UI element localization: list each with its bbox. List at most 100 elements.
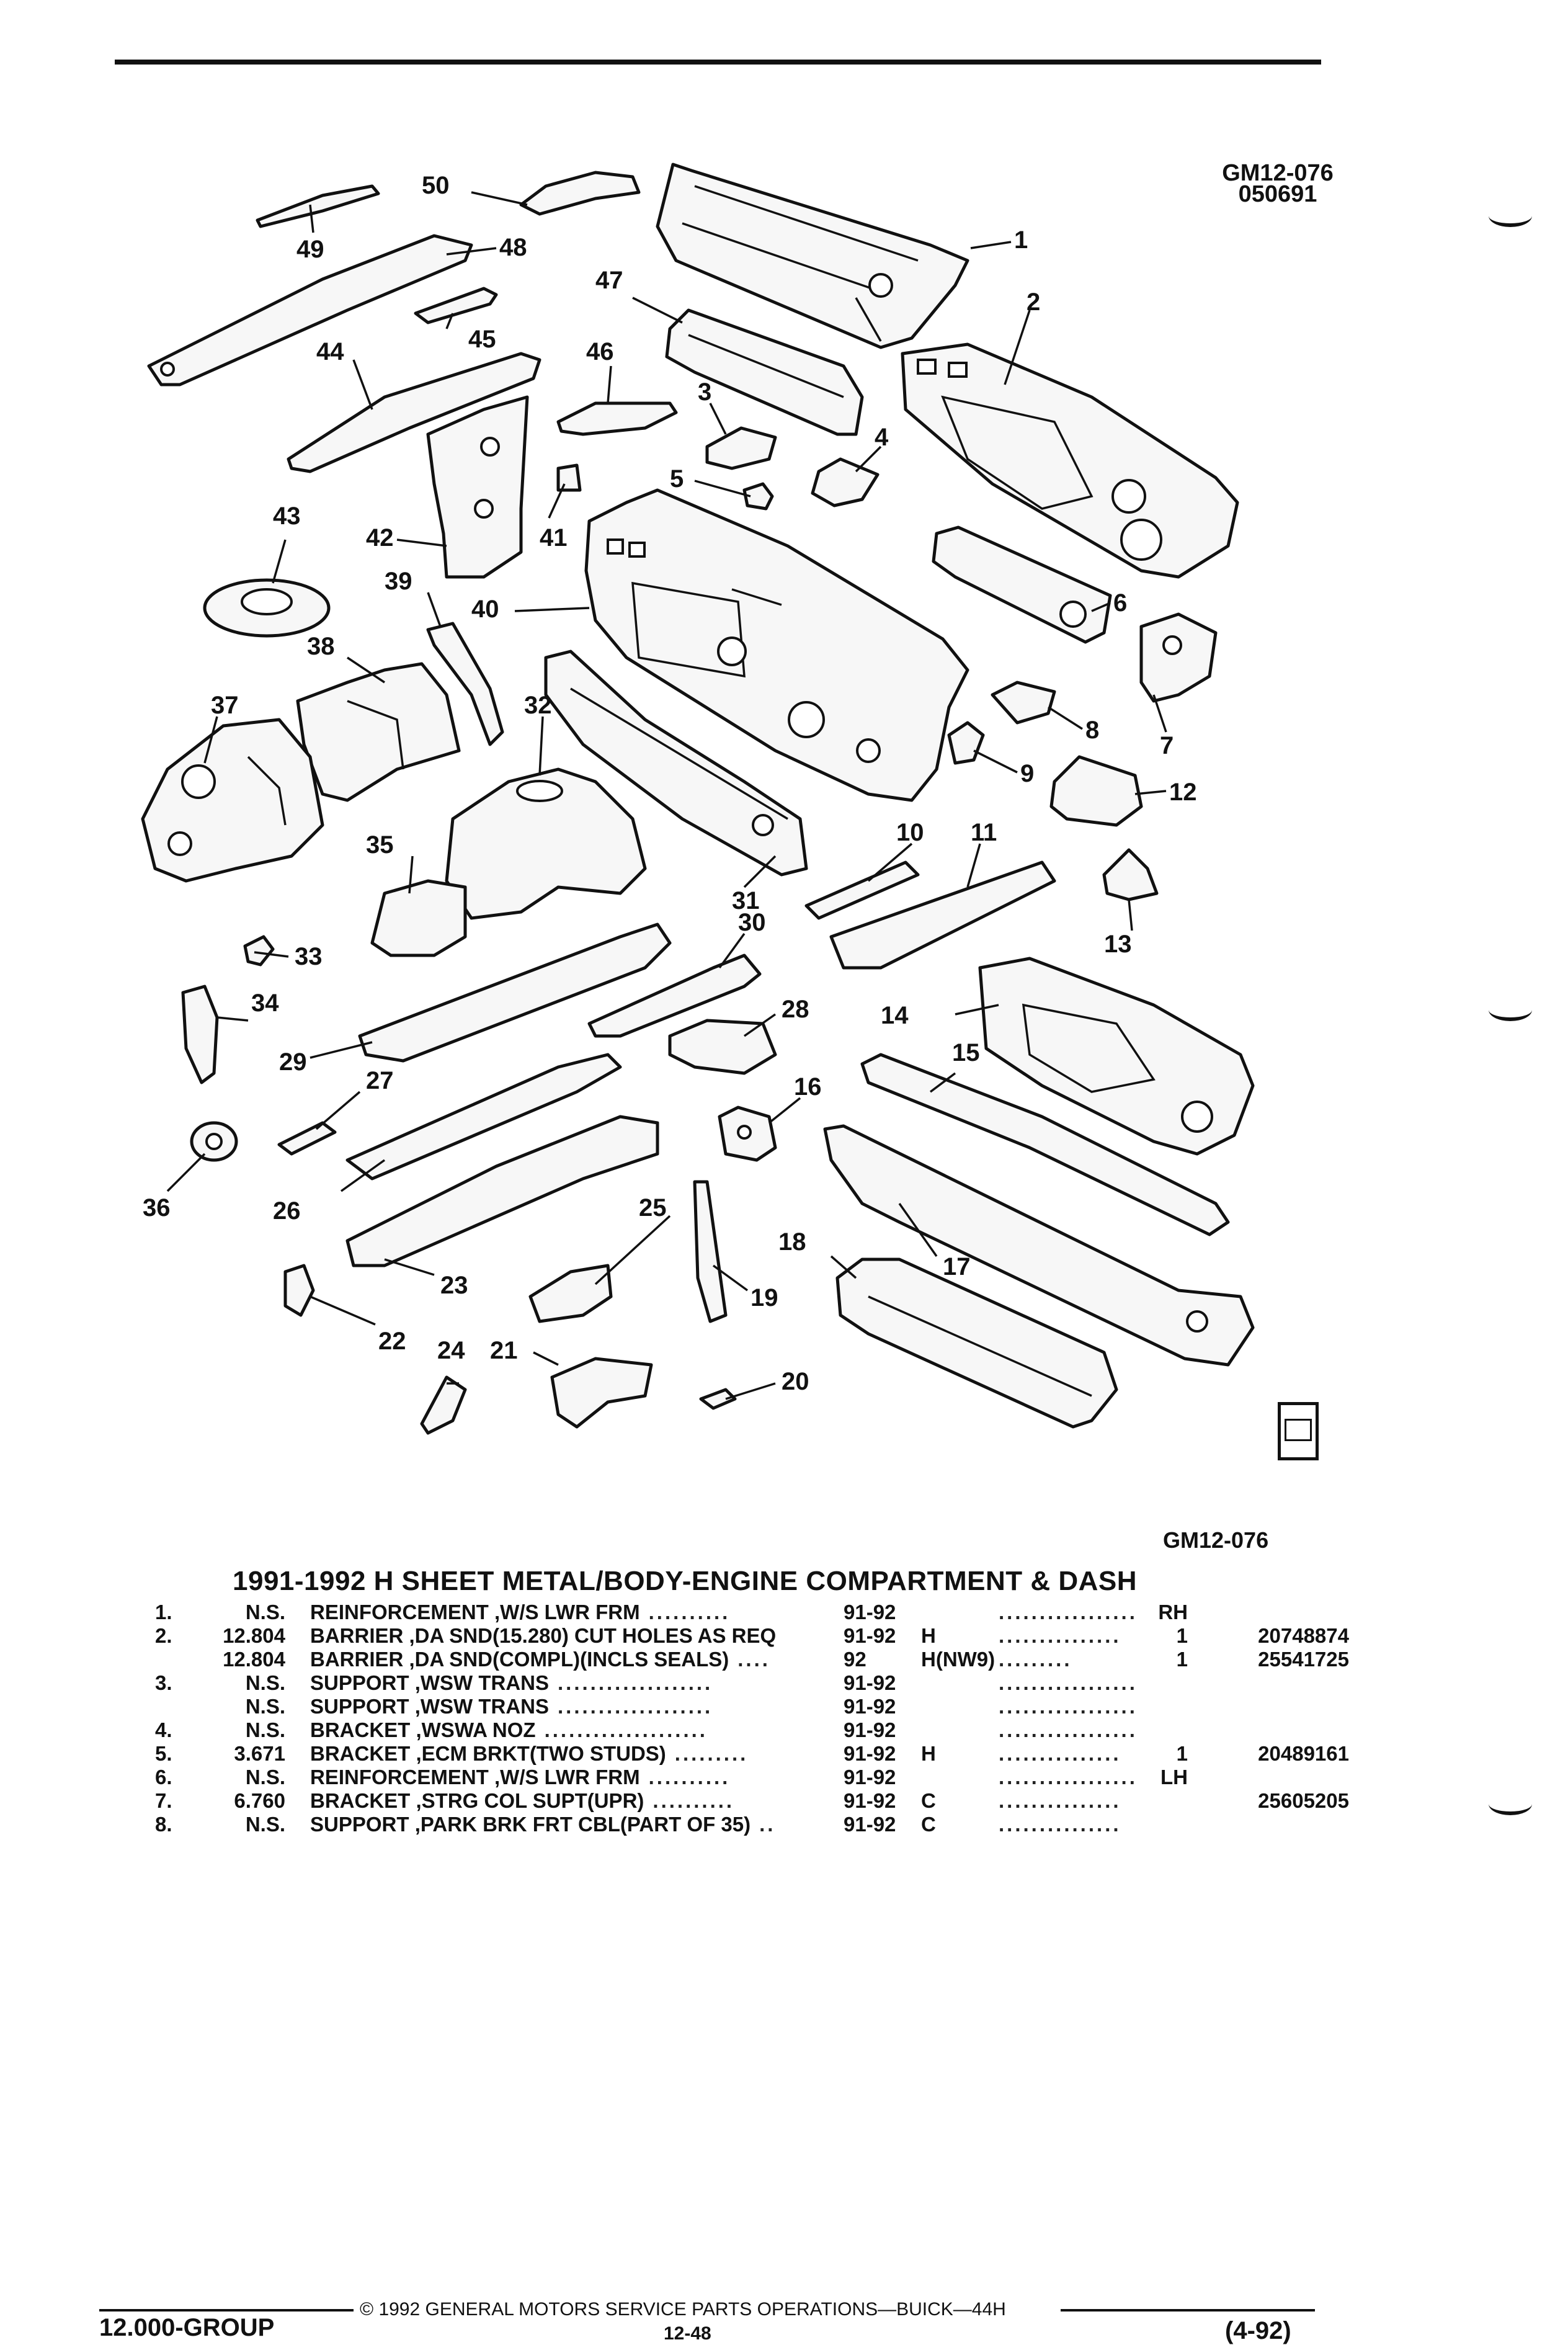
callout-40: 40	[471, 596, 499, 623]
cell-item-number: 7.	[155, 1789, 172, 1812]
leader-dots: .................	[999, 1695, 1138, 1718]
callout-36: 36	[143, 1194, 171, 1222]
cell-model-years: 91-92	[844, 1695, 896, 1718]
part-40-shape	[584, 488, 969, 802]
callout-27: 27	[366, 1067, 394, 1094]
cell-model-years: 91-92	[844, 1813, 896, 1836]
cell-description: BRACKET ,ECM BRKT(TWO STUDS)	[310, 1742, 666, 1765]
cell-part-number: 20748874	[1258, 1624, 1349, 1647]
cell-model-years: 91-92	[844, 1742, 896, 1765]
callout-45: 45	[468, 326, 496, 353]
cell-description: BRACKET ,STRG COL SUPT(UPR)	[310, 1789, 644, 1812]
cell-price-group: N.S.	[245, 1695, 285, 1718]
part-29-shape	[358, 922, 672, 1063]
callout-17: 17	[943, 1253, 971, 1280]
cell-description: SUPPORT ,WSW TRANS	[310, 1695, 549, 1718]
callout-37: 37	[211, 692, 239, 719]
callout-1: 1	[1014, 226, 1028, 254]
callout-21: 21	[490, 1337, 518, 1364]
cell-item-number: 1.	[155, 1601, 172, 1624]
cell-quantity: RH	[1158, 1601, 1188, 1624]
table-row: 7. 6.760 BRACKET ,STRG COL SUPT(UPR) 91-92 C…	[155, 1789, 1349, 1813]
part-5-shape	[742, 482, 774, 511]
callout-29: 29	[279, 1048, 307, 1076]
callout-23: 23	[440, 1272, 468, 1299]
part-11-shape	[829, 860, 1056, 970]
callout-13: 13	[1104, 931, 1132, 958]
cell-part-number: 20489161	[1258, 1742, 1349, 1765]
callout-14: 14	[881, 1002, 909, 1029]
callout-44: 44	[316, 338, 344, 365]
edge-mark-middle	[1489, 999, 1532, 1021]
part-13-shape	[1102, 848, 1159, 901]
cell-model-years: 91-92	[844, 1789, 896, 1812]
callout-6: 6	[1113, 589, 1127, 617]
callout-11: 11	[971, 819, 997, 846]
footer-page-number: 12-48	[664, 2323, 711, 2344]
cell-price-group: 12.804	[223, 1624, 285, 1647]
part-30-shape	[587, 954, 762, 1038]
cell-price-group: 6.760	[234, 1789, 285, 1812]
footer-rule-right	[1061, 2309, 1315, 2312]
cell-application-note: C	[921, 1789, 936, 1812]
part-34-shape	[181, 985, 219, 1084]
cell-model-years: 92	[844, 1648, 866, 1671]
part-47-shape	[665, 308, 864, 436]
edge-mark-bottom	[1489, 1793, 1532, 1815]
cell-model-years: 91-92	[844, 1671, 896, 1694]
cell-item-number: 6.	[155, 1766, 172, 1789]
part-3-shape	[705, 426, 777, 470]
cell-model-years: 91-92	[844, 1766, 896, 1789]
callout-5: 5	[670, 465, 684, 493]
part-46-shape	[556, 401, 678, 436]
callout-2: 2	[1027, 288, 1040, 316]
callout-19: 19	[751, 1284, 778, 1311]
callout-31: 31	[732, 887, 760, 914]
top-rule	[115, 60, 1321, 65]
cell-application-note: H(NW9)	[921, 1648, 996, 1671]
callout-38: 38	[307, 633, 335, 660]
callout-39: 39	[385, 568, 412, 595]
leader-dots: ..	[759, 1813, 776, 1836]
footer-group: 12.000-GROUP	[99, 2314, 275, 2341]
callout-35: 35	[366, 831, 394, 859]
part-48-shape	[147, 234, 473, 386]
part-38-shape	[296, 662, 461, 802]
callout-22: 22	[378, 1328, 406, 1355]
leader-dots: ...................	[558, 1671, 713, 1694]
part-8-shape	[991, 681, 1056, 725]
figure-reference-code: GM12-076	[1163, 1527, 1269, 1553]
part-25-shape	[528, 1264, 613, 1323]
callout-43: 43	[273, 502, 301, 530]
leader-dots: ..........	[653, 1789, 735, 1812]
cell-description: REINFORCEMENT ,W/S LWR FRM	[310, 1601, 640, 1624]
exploded-parts-diagram: 1 2 3 4 5 6 7 8 9 10 11 12 13 14 15 16 1…	[141, 163, 1255, 1435]
leader-dots: ...............	[999, 1789, 1121, 1812]
callout-20: 20	[782, 1368, 809, 1395]
callout-30: 30	[738, 909, 766, 936]
callout-4: 4	[875, 424, 889, 451]
callout-8: 8	[1085, 717, 1099, 744]
leader-dots: .................	[999, 1718, 1138, 1741]
part-18-shape	[835, 1257, 1118, 1429]
part-20-shape	[699, 1388, 737, 1410]
callout-50: 50	[422, 172, 450, 199]
part-4-shape	[811, 457, 880, 507]
callout-24: 24	[437, 1337, 465, 1364]
leader-dots: ..........	[648, 1766, 731, 1789]
figure-code-date: 050691	[1238, 181, 1317, 207]
cell-quantity: 1	[1176, 1742, 1188, 1765]
cell-item-number: 8.	[155, 1813, 172, 1836]
part-41-shape	[556, 463, 582, 492]
callout-33: 33	[295, 943, 323, 970]
callout-3: 3	[698, 378, 711, 406]
edge-mark-top	[1489, 205, 1532, 227]
leader-dots: .........	[999, 1648, 1072, 1671]
cell-description: BARRIER ,DA SND(COMPL)(INCLS SEALS)	[310, 1648, 729, 1671]
cell-description: SUPPORT ,WSW TRANS	[310, 1671, 549, 1694]
cell-item-number: 4.	[155, 1718, 172, 1741]
cell-price-group: N.S.	[245, 1766, 285, 1789]
gm-spo-logo	[1278, 1402, 1319, 1460]
